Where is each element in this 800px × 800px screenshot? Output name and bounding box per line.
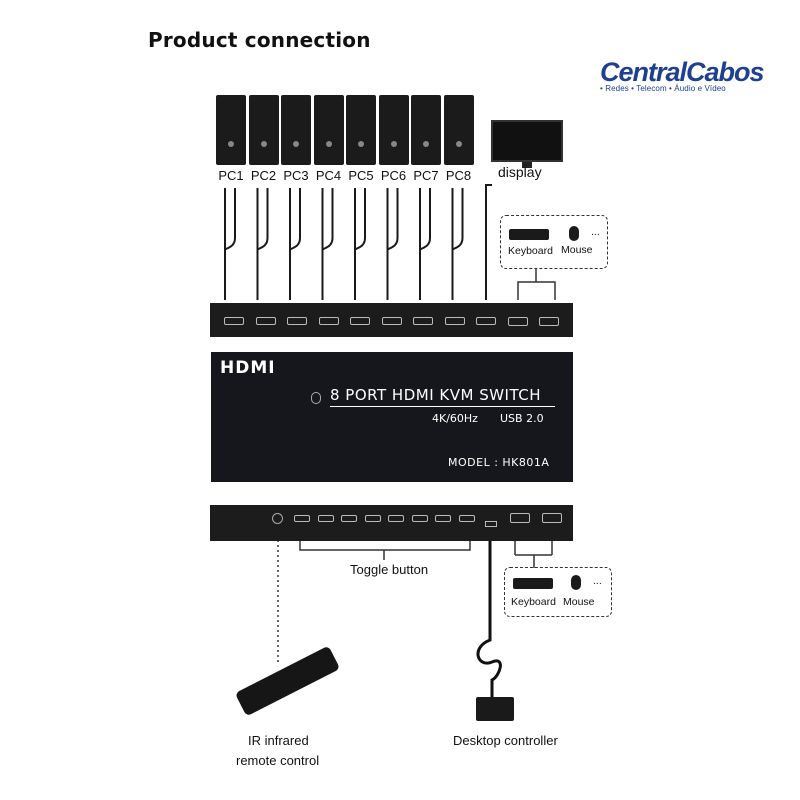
desktop-controller-label: Desktop controller — [453, 733, 558, 748]
toggle-button — [458, 515, 475, 522]
toggle-button — [341, 515, 357, 522]
toggle-button — [364, 515, 381, 522]
switch-title-underline — [330, 406, 555, 407]
pc-cable — [256, 188, 269, 300]
mouse-icon — [571, 575, 581, 590]
switch-title: 8 PORT HDMI KVM SWITCH — [330, 386, 542, 404]
pc-tower-icon — [346, 95, 376, 165]
kvm-switch-body — [211, 352, 573, 482]
toggle-bracket — [299, 540, 471, 560]
hdmi-input-port — [224, 317, 244, 325]
mouse-label: Mouse — [561, 244, 593, 256]
display-stand — [522, 162, 532, 168]
bottom-periph-cable — [514, 530, 553, 568]
pc-cable — [451, 188, 464, 300]
ir-receiver-icon — [311, 392, 321, 404]
top-periph-cable — [517, 268, 556, 300]
front-usb-port-2 — [542, 513, 562, 523]
ir-remote-label-2: remote control — [236, 753, 320, 768]
mouse-label: Mouse — [563, 596, 595, 608]
usb-port — [539, 317, 559, 326]
mouse-icon — [569, 226, 579, 241]
pc-cable — [224, 188, 236, 300]
pc-label: PC8 — [445, 168, 472, 183]
hdmi-output-port — [476, 317, 496, 325]
brand-tagline: • Redes • Telecom • Áudio e Vídeo — [600, 84, 726, 93]
hdmi-input-port — [255, 317, 276, 325]
toggle-button-label: Toggle button — [350, 562, 429, 577]
keyboard-label: Keyboard — [511, 596, 556, 608]
pc-label: PC6 — [380, 168, 407, 183]
switch-usb: USB 2.0 — [500, 412, 544, 425]
pc-label: PC1 — [218, 168, 244, 183]
pc-tower-icon — [281, 95, 311, 165]
hdmi-input-port — [444, 317, 465, 325]
pc-tower-icon — [378, 95, 409, 165]
toggle-button — [411, 515, 428, 522]
toggle-button — [294, 515, 310, 522]
usb-port — [507, 317, 528, 326]
pc-cable — [289, 188, 301, 300]
keyboard-icon — [513, 578, 553, 589]
brand-logo: CentralCabos • Redes • Telecom • Áudio e… — [600, 57, 765, 93]
switch-resolution: 4K/60Hz — [432, 412, 478, 425]
front-usb-port-1 — [510, 513, 530, 523]
page-title: Product connection — [148, 28, 371, 52]
pc-tower-icon — [313, 95, 344, 165]
keyboard-icon — [509, 229, 549, 240]
hdmi-input-port — [413, 317, 433, 325]
pc-label: PC7 — [413, 168, 439, 183]
desktop-controller-icon — [476, 697, 514, 721]
pc-tower-icon — [248, 95, 279, 165]
hdmi-input-port — [287, 317, 307, 325]
toggle-button — [388, 515, 404, 522]
toggle-button — [317, 515, 334, 522]
display-label: display — [498, 164, 542, 180]
pc-cable — [419, 188, 431, 300]
desktop-controller-cable — [476, 528, 502, 700]
keyboard-label: Keyboard — [508, 245, 553, 257]
pc-cable — [386, 188, 399, 300]
pc-cable — [354, 188, 366, 300]
bottom-peripherals-box: ... Keyboard Mouse — [504, 567, 612, 617]
brand-name: CentralCabos — [600, 57, 765, 87]
switch-model: MODEL : HK801A — [448, 456, 550, 469]
hdmi-input-port — [318, 317, 339, 325]
pc-label: PC4 — [315, 168, 342, 183]
display-cable — [485, 184, 492, 300]
pc-label: PC5 — [348, 168, 374, 183]
back-panel — [210, 303, 573, 337]
pc-label: PC3 — [283, 168, 309, 183]
pc-label: PC2 — [250, 168, 277, 183]
front-panel — [210, 505, 573, 541]
top-peripherals-box: ... Keyboard Mouse — [500, 215, 608, 269]
pc-tower-icon — [443, 95, 474, 165]
more-dots: ... — [593, 575, 602, 587]
display-monitor — [491, 120, 563, 162]
pc-tower-icon — [216, 95, 246, 165]
ir-remote-label-1: IR infrared — [248, 733, 309, 748]
hdmi-logo: HDMI — [220, 358, 276, 378]
ir-sensor-icon — [272, 513, 283, 524]
hdmi-input-port — [350, 317, 370, 325]
controller-port — [485, 521, 497, 527]
pc-tower-icon — [411, 95, 441, 165]
pc-cable — [321, 188, 334, 300]
hdmi-input-port — [381, 317, 402, 325]
more-dots: ... — [591, 226, 600, 238]
toggle-button — [435, 515, 451, 522]
